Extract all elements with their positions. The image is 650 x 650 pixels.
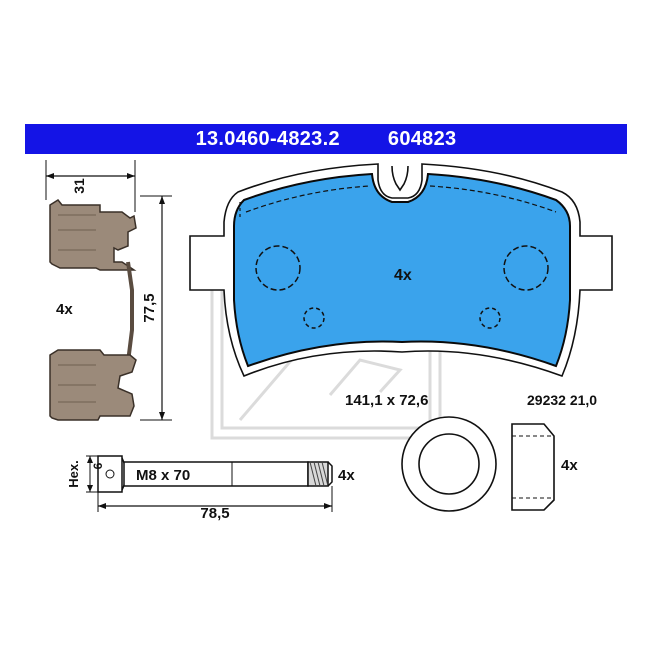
bolt-thread-size: M8 x 70 xyxy=(136,467,190,484)
bolt-length-dimension: 78,5 xyxy=(200,505,229,522)
retaining-clip-drawing xyxy=(45,160,172,421)
cap-quantity: 4x xyxy=(561,457,578,474)
hex-label: Hex. xyxy=(66,460,81,487)
bolt-drawing xyxy=(86,455,333,512)
pad-quantity: 4x xyxy=(394,267,412,284)
part-number-banner: 13.0460-4823.2 604823 xyxy=(25,124,627,154)
clip-height-dimension: 77,5 xyxy=(141,293,158,322)
rubber-cap-drawing xyxy=(401,416,555,512)
wva-number: 29232 21,0 xyxy=(527,392,597,408)
hex-size: 6 xyxy=(91,462,105,469)
clip-quantity: 4x xyxy=(56,301,73,318)
clip-width-dimension: 31 xyxy=(71,178,87,194)
pad-dimensions: 141,1 x 72,6 xyxy=(345,392,428,409)
part-number: 13.0460-4823.2 xyxy=(195,127,340,150)
reference-number: 604823 xyxy=(387,127,457,150)
brake-pad-drawing xyxy=(189,163,613,378)
bolt-quantity: 4x xyxy=(338,467,355,484)
